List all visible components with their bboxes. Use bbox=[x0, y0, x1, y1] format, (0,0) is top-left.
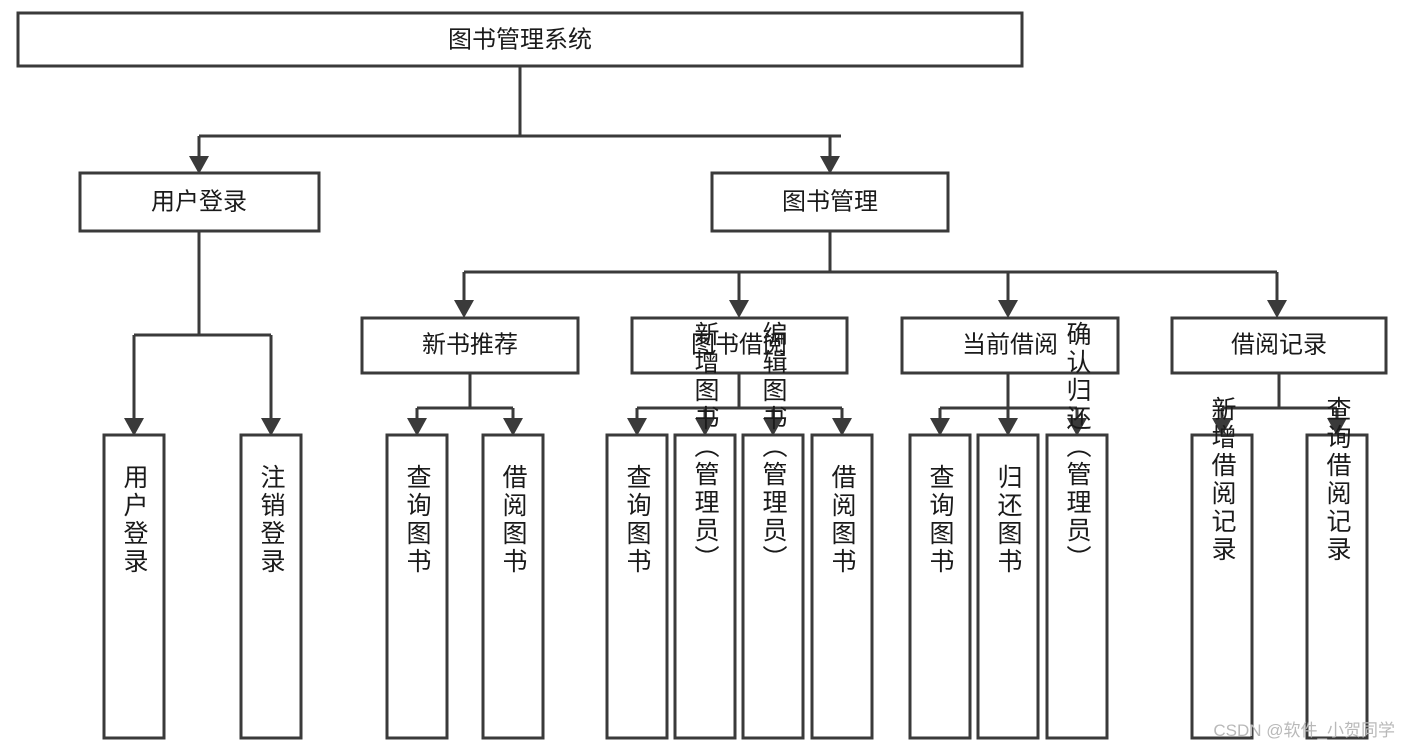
node-new-book-recommend-label: 新书推荐 bbox=[422, 331, 518, 358]
leaf-edit-book-box[interactable] bbox=[741, 433, 805, 740]
arrowhead-leaf-edit-book bbox=[763, 418, 783, 436]
leaf-query-record-label: 查询借阅记录 bbox=[1323, 396, 1352, 564]
arrowhead-borrow-record bbox=[1267, 300, 1287, 318]
leaf-add-record-box[interactable] bbox=[1190, 433, 1254, 740]
leaf-query-book-3-label: 查询图书 bbox=[926, 464, 955, 576]
leaf-borrow-book-1-label: 借阅图书 bbox=[499, 464, 528, 576]
arrowhead-new-book-recommend bbox=[454, 300, 474, 318]
leaf-node-query-book-2[interactable]: 查询图书 bbox=[605, 433, 669, 740]
arrowhead-leaf-user-login bbox=[124, 418, 144, 436]
leaf-add-book-label: 新增图书（管理员） bbox=[691, 321, 720, 573]
leaf-add-book-box[interactable] bbox=[673, 433, 737, 740]
leaf-user-logout-box[interactable] bbox=[239, 433, 303, 740]
leaf-node-edit-book[interactable]: 编辑图书（管理员） bbox=[741, 321, 805, 740]
node-borrow-record[interactable]: 借阅记录 bbox=[1170, 316, 1388, 375]
arrowhead-leaf-confirm-return bbox=[1067, 418, 1087, 436]
leaf-query-book-2-label: 查询图书 bbox=[623, 464, 652, 576]
connector-group-current-borrow bbox=[930, 373, 1087, 436]
connector-group-book-borrow bbox=[627, 373, 852, 436]
leaf-node-confirm-return[interactable]: 确认归还（管理员） bbox=[1045, 321, 1109, 740]
arrowhead-book-manage bbox=[820, 156, 840, 174]
node-root[interactable]: 图书管理系统 bbox=[16, 11, 1024, 68]
leaf-node-borrow-book-1[interactable]: 借阅图书 bbox=[481, 433, 545, 740]
node-new-book-recommend[interactable]: 新书推荐 bbox=[360, 316, 580, 375]
arrowhead-leaf-query-book-1 bbox=[407, 418, 427, 436]
leaf-return-book-label: 归还图书 bbox=[994, 464, 1023, 576]
arrowhead-leaf-add-book bbox=[695, 418, 715, 436]
node-borrow-record-box[interactable] bbox=[1170, 316, 1388, 375]
node-current-borrow-box[interactable] bbox=[900, 316, 1120, 375]
leaf-edit-book-label: 编辑图书（管理员） bbox=[759, 321, 788, 573]
leaf-borrow-book-2-label: 借阅图书 bbox=[828, 464, 857, 576]
node-new-book-recommend-box[interactable] bbox=[360, 316, 580, 375]
leaf-node-user-logout[interactable]: 注销登录 bbox=[239, 433, 303, 740]
arrowhead-leaf-return-book bbox=[998, 418, 1018, 436]
arrowhead-leaf-query-book-3 bbox=[930, 418, 950, 436]
leaf-node-borrow-book-2[interactable]: 借阅图书 bbox=[810, 433, 874, 740]
node-root-label: 图书管理系统 bbox=[448, 26, 592, 53]
leaf-node-query-book-3[interactable]: 查询图书 bbox=[908, 433, 972, 740]
node-root-box[interactable] bbox=[16, 11, 1024, 68]
leaf-add-record-label: 新增借阅记录 bbox=[1208, 396, 1237, 564]
connector-group-root bbox=[189, 66, 841, 174]
leaf-user-login-label: 用户登录 bbox=[120, 464, 149, 576]
node-book-borrow[interactable]: 图书借阅 bbox=[630, 316, 849, 375]
leaf-borrow-book-2-box[interactable] bbox=[810, 433, 874, 740]
leaf-query-book-1-box[interactable] bbox=[385, 433, 449, 740]
leaf-query-record-box[interactable] bbox=[1305, 433, 1369, 740]
arrowhead-leaf-user-logout bbox=[261, 418, 281, 436]
csdn-watermark: CSDN @软件_小贺同学 bbox=[1213, 721, 1395, 740]
node-borrow-record-label: 借阅记录 bbox=[1231, 331, 1327, 358]
leaf-query-book-3-box[interactable] bbox=[908, 433, 972, 740]
leaf-user-logout-label: 注销登录 bbox=[257, 464, 286, 576]
node-book-manage-label: 图书管理 bbox=[782, 188, 878, 215]
node-book-manage[interactable]: 图书管理 bbox=[710, 171, 950, 233]
arrowhead-user-login bbox=[189, 156, 209, 174]
leaf-node-add-record[interactable]: 新增借阅记录 bbox=[1190, 396, 1254, 740]
leaf-confirm-return-box[interactable] bbox=[1045, 433, 1109, 740]
node-book-borrow-label: 图书借阅 bbox=[691, 331, 787, 358]
node-current-borrow[interactable]: 当前借阅 bbox=[900, 316, 1120, 375]
connector-group-book-manage bbox=[454, 231, 1287, 318]
leaf-node-query-book-1[interactable]: 查询图书 bbox=[385, 433, 449, 740]
node-user-login-label: 用户登录 bbox=[151, 188, 247, 215]
leaf-node-query-record[interactable]: 查询借阅记录 bbox=[1305, 396, 1369, 740]
connector-group-borrow-record bbox=[1212, 373, 1347, 436]
connector-group-new-book-recommend bbox=[407, 373, 523, 436]
leaf-query-book-1-label: 查询图书 bbox=[403, 464, 432, 576]
leaf-borrow-book-1-box[interactable] bbox=[481, 433, 545, 740]
leaf-confirm-return-label: 确认归还（管理员） bbox=[1063, 321, 1092, 573]
leaf-user-login-box[interactable] bbox=[102, 433, 166, 740]
node-user-login-box[interactable] bbox=[78, 171, 321, 233]
arrowhead-leaf-query-book-2 bbox=[627, 418, 647, 436]
arrowhead-leaf-query-record bbox=[1327, 418, 1347, 436]
arrowhead-current-borrow bbox=[998, 300, 1018, 318]
node-book-borrow-box[interactable] bbox=[630, 316, 849, 375]
arrowhead-leaf-borrow-book-2 bbox=[832, 418, 852, 436]
node-book-manage-box[interactable] bbox=[710, 171, 950, 233]
connector-group-user-login bbox=[124, 231, 281, 436]
arrowhead-leaf-add-record bbox=[1212, 418, 1232, 436]
node-user-login[interactable]: 用户登录 bbox=[78, 171, 321, 233]
arrowhead-book-borrow bbox=[729, 300, 749, 318]
node-current-borrow-label: 当前借阅 bbox=[962, 331, 1058, 358]
leaf-node-return-book[interactable]: 归还图书 bbox=[976, 433, 1040, 740]
leaf-query-book-2-box[interactable] bbox=[605, 433, 669, 740]
leaf-return-book-box[interactable] bbox=[976, 433, 1040, 740]
leaf-node-user-login[interactable]: 用户登录 bbox=[102, 433, 166, 740]
leaf-node-add-book[interactable]: 新增图书（管理员） bbox=[673, 321, 737, 740]
arrowhead-leaf-borrow-book-1 bbox=[503, 418, 523, 436]
